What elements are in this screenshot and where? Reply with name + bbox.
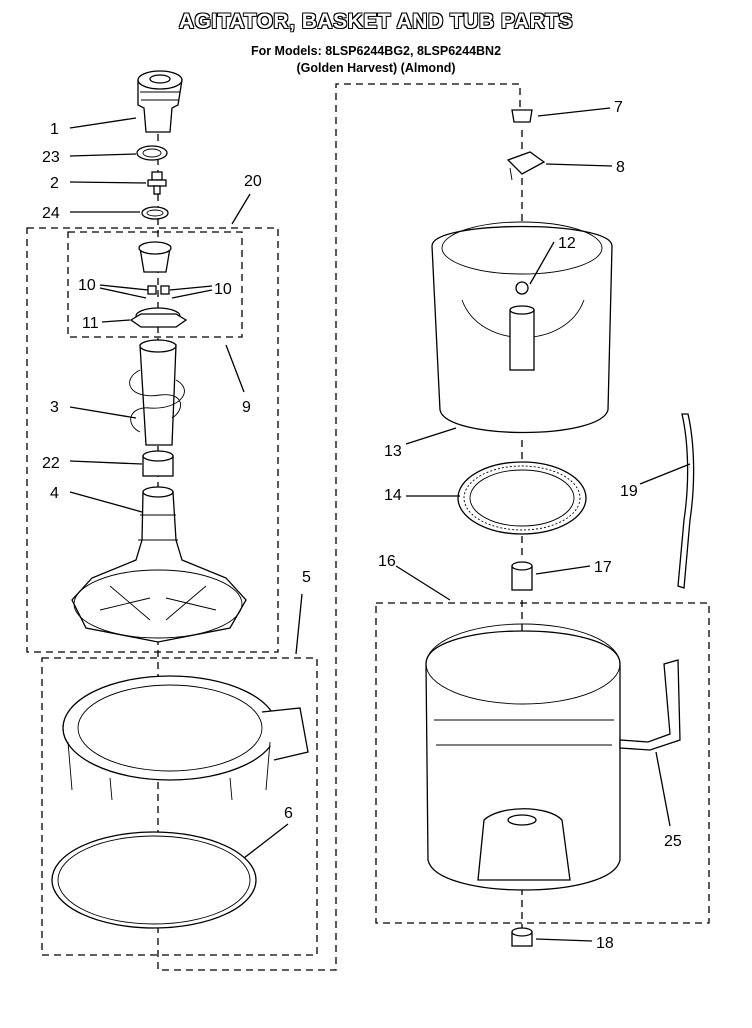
part-7-clip <box>511 109 533 123</box>
callout-18: 18 <box>596 935 614 952</box>
callout-25: 25 <box>664 833 682 850</box>
part-2-bolt <box>147 171 167 195</box>
callout-16: 16 <box>378 553 396 570</box>
part-14-balance-ring <box>457 461 587 535</box>
part-16-outer-tub <box>425 623 621 891</box>
callout-2: 2 <box>50 175 59 192</box>
part-13-basket <box>431 221 613 434</box>
colors-subtitle: (Golden Harvest) (Almond) <box>296 61 456 75</box>
left-center-line <box>157 83 521 971</box>
part-19-hose <box>677 413 695 589</box>
part-9-cam-group <box>129 241 188 328</box>
group-box-20 <box>26 227 279 653</box>
callout-19: 19 <box>620 483 638 500</box>
part-6-hoop <box>51 831 257 929</box>
callout-14: 14 <box>384 487 402 504</box>
callout-5: 5 <box>302 569 311 586</box>
callout-9: 9 <box>242 399 251 416</box>
callout-22: 22 <box>42 455 60 472</box>
part-23-seal <box>136 145 168 161</box>
part-17-nut <box>511 561 533 591</box>
callout-7: 7 <box>614 99 623 116</box>
callout-10-left: 10 <box>78 277 96 294</box>
part-agitator-cap <box>137 70 183 133</box>
part-22-coupling <box>142 450 174 477</box>
part-3-auger <box>129 339 185 446</box>
leader-lines <box>69 107 691 942</box>
callout-10-right: 10 <box>214 281 232 298</box>
part-18-nut <box>511 927 533 947</box>
group-box-16 <box>375 602 710 924</box>
models-subtitle: For Models: 8LSP6244BG2, 8LSP6244BN2 <box>250 44 502 58</box>
callout-23: 23 <box>42 149 60 166</box>
callout-8: 8 <box>616 159 625 176</box>
part-25-hose <box>619 659 681 751</box>
part-8-cam <box>506 151 546 181</box>
page-title: AGITATOR, BASKET AND TUB PARTS <box>178 10 574 33</box>
callout-20: 20 <box>244 173 262 190</box>
group-box-5 <box>41 657 318 956</box>
callout-4: 4 <box>50 485 59 502</box>
callout-11: 11 <box>82 315 99 332</box>
callout-12: 12 <box>558 235 576 252</box>
part-4-agitator-base <box>71 486 247 643</box>
callout-24: 24 <box>42 205 60 222</box>
part-24-ring <box>141 206 169 220</box>
callout-1: 1 <box>50 121 59 138</box>
callout-3: 3 <box>50 399 59 416</box>
callout-6: 6 <box>284 805 293 822</box>
callout-17: 17 <box>594 559 612 576</box>
group-box-9 <box>67 231 243 338</box>
part-5-tub-ring <box>62 675 309 801</box>
callout-13: 13 <box>384 443 402 460</box>
